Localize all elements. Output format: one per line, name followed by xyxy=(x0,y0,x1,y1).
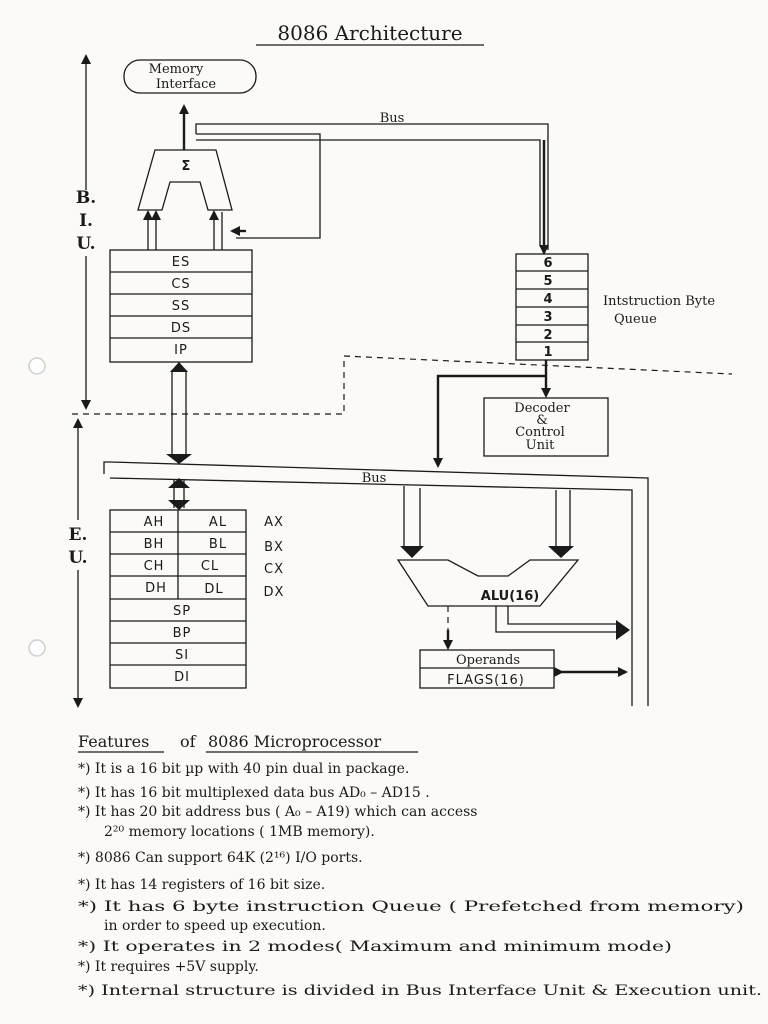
alu-label: ALU(16) xyxy=(481,589,539,604)
queue-slot-6: 6 xyxy=(543,256,552,271)
biu-label-u: U. xyxy=(76,234,95,254)
register-ss: SS xyxy=(172,299,191,314)
adder-feedback-line xyxy=(196,133,321,239)
register-ax: AX xyxy=(264,515,284,530)
register-di: DI xyxy=(174,670,190,685)
register-al: AL xyxy=(209,515,227,530)
queue-slot-1: 1 xyxy=(543,345,552,360)
feature-4: *) 8086 Can support 64K (2¹⁶) I/O ports. xyxy=(78,850,363,866)
alu-to-bus-arrow xyxy=(616,620,630,640)
binder-hole-bottom xyxy=(28,639,46,657)
link-arrow-down xyxy=(166,454,192,464)
feature-9: *) Internal structure is divided in Bus … xyxy=(78,983,762,999)
register-cs: CS xyxy=(171,277,190,292)
segment-register-stack xyxy=(109,249,253,363)
eu-bus-outer xyxy=(103,461,649,706)
flags-label: FLAGS(16) xyxy=(447,673,525,688)
eu-label-e: E. xyxy=(69,525,88,545)
feature-6-line-2: in order to speed up execution. xyxy=(104,918,326,934)
register-dx: DX xyxy=(264,585,285,600)
register-cl: CL xyxy=(201,559,219,574)
general-register-stack xyxy=(109,509,247,689)
features-heading-b: 8086 Microprocessor xyxy=(208,732,382,751)
decoder-box xyxy=(483,397,609,457)
register-ah: AH xyxy=(144,515,165,530)
register-bp: BP xyxy=(173,626,192,641)
register-dl: DL xyxy=(204,582,223,597)
register-ds: DS xyxy=(171,321,191,336)
top-bus-line-outer xyxy=(195,123,549,250)
top-bus-label: Bus xyxy=(380,111,405,126)
sigma-label: Σ xyxy=(182,159,191,174)
queue-slot-4: 4 xyxy=(543,292,552,307)
queue-label-1: Intstruction Byte xyxy=(603,294,715,309)
queue-slot-3: 3 xyxy=(543,310,552,325)
queue-to-eu-bus-arrow xyxy=(433,374,546,468)
binder-hole-top xyxy=(28,357,46,375)
decoder-label-3: Control xyxy=(515,425,565,440)
page-title: 8086 Architecture xyxy=(277,21,462,45)
register-es: ES xyxy=(172,255,190,270)
regs-arrow-down xyxy=(168,500,190,510)
queue-slot-5: 5 xyxy=(543,274,552,289)
operands-label: Operands xyxy=(456,653,520,668)
feature-8: *) It requires +5V supply. xyxy=(78,959,259,975)
feature-7: *) It operates in 2 modes( Maximum and m… xyxy=(78,939,672,955)
queue-label-2: Queue xyxy=(614,312,657,327)
register-ch: CH xyxy=(144,559,165,574)
top-bus-line-inner xyxy=(196,139,541,246)
instruction-queue xyxy=(515,253,589,361)
register-cx: CX xyxy=(264,562,284,577)
decoder-label-4: Unit xyxy=(526,438,555,453)
alu-input-left-arrow xyxy=(400,546,424,558)
alu-to-bus-line-1 xyxy=(495,606,626,633)
link-arrow-up xyxy=(170,362,188,372)
feature-5: *) It has 14 registers of 16 bit size. xyxy=(78,877,325,893)
register-bh: BH xyxy=(144,537,165,552)
alu-input-right-arrow xyxy=(548,546,574,558)
feature-1: *) It is a 16 bit µp with 40 pin dual in… xyxy=(78,761,409,777)
feature-3-line-2: 2²⁰ memory locations ( 1MB memory). xyxy=(104,824,375,840)
biu-label-b: B. xyxy=(76,188,96,208)
biu-label-i: I. xyxy=(79,211,93,231)
features-heading-a: Features xyxy=(78,732,149,751)
register-bl: BL xyxy=(209,537,227,552)
alu-to-bus-line-2 xyxy=(507,606,620,625)
memory-interface-box xyxy=(123,59,257,94)
queue-slot-2: 2 xyxy=(543,328,552,343)
memory-interface-label-1: Memory xyxy=(149,62,204,77)
memory-interface-label-2: Interface xyxy=(156,77,216,92)
feature-2: *) It has 16 bit multiplexed data bus AD… xyxy=(78,785,430,801)
register-dh: DH xyxy=(145,581,167,596)
features-heading-of: of xyxy=(180,732,197,751)
eu-label-u: U. xyxy=(68,548,87,568)
register-si: SI xyxy=(175,648,189,663)
eu-bus-label: Bus xyxy=(362,471,387,486)
feature-6: *) It has 6 byte instruction Queue ( Pre… xyxy=(78,899,744,915)
alu-box xyxy=(396,559,580,607)
biu-eu-divider xyxy=(72,355,733,415)
register-bx: BX xyxy=(264,540,284,555)
decoder-label-1: Decoder xyxy=(514,401,570,416)
decoder-label-2: & xyxy=(536,413,548,428)
regs-arrow-up xyxy=(168,478,190,488)
register-sp: SP xyxy=(173,604,191,619)
eu-bus-inner xyxy=(109,477,633,706)
register-ip: IP xyxy=(174,343,188,358)
feature-3: *) It has 20 bit address bus ( A₀ – A19)… xyxy=(78,804,477,820)
